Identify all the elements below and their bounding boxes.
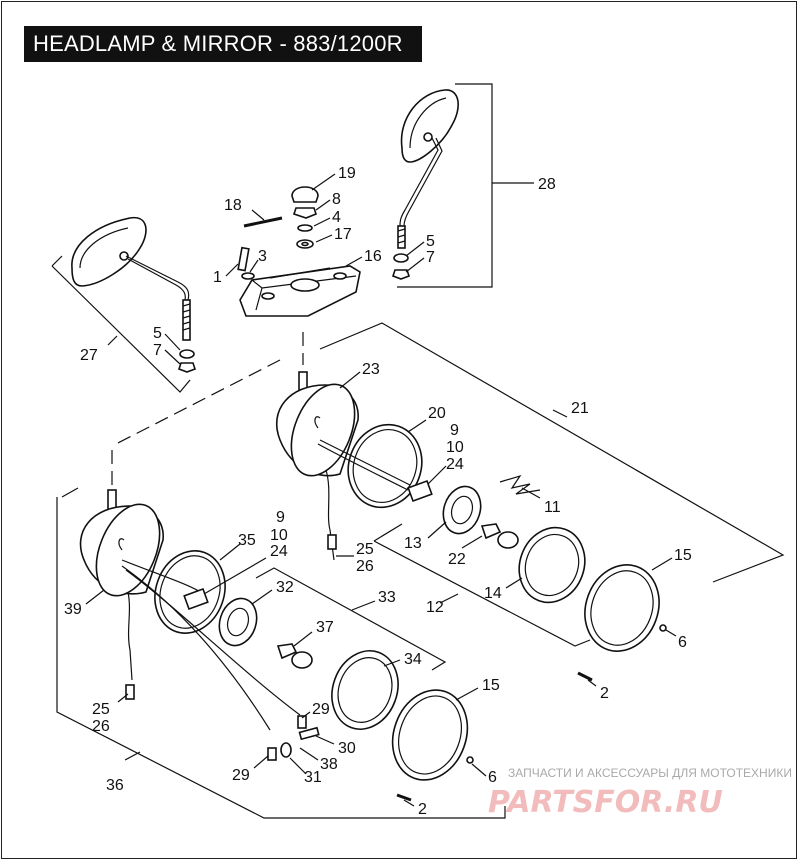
callout-15-upper: 15 [674,547,692,564]
leader-lines [85,173,677,807]
lower-headlamp-housing [79,489,301,731]
upper-connector [407,479,433,503]
callout-3: 3 [258,248,267,265]
upper-bulb-22 [480,523,519,549]
callout-2-upper: 2 [600,685,609,702]
upper-gasket-20 [347,423,423,509]
callout-17: 17 [334,226,352,243]
lower-lens-34 [331,650,399,730]
watermark-brand: PARTSFOR.RU [488,785,723,820]
left-mirror [71,216,197,373]
callout-30: 30 [338,740,356,757]
upper-headlamp-housing [275,371,411,561]
callout-25-upper: 25 [356,541,374,558]
callout-8: 8 [332,191,341,208]
callout-39: 39 [64,601,82,618]
callout-32: 32 [276,579,294,596]
callout-13: 13 [404,535,422,552]
upper-lens-14 [518,526,586,604]
callout-38: 38 [320,756,338,773]
callout-1: 1 [213,269,222,286]
right-mirror [391,89,459,280]
alignment-lines [111,332,304,490]
upper-socket-13 [442,485,482,535]
callout-26-upper: 26 [356,558,374,575]
callout-14: 14 [484,585,502,602]
callout-6-upper: 6 [678,634,687,651]
diagram-title: HEADLAMP & MIRROR - 883/1200R [24,26,422,62]
callout-29-lower: 29 [232,767,250,784]
lower-gasket-35 [154,550,226,634]
callout-29-upper: 29 [312,701,330,718]
callout-9-upper: 9 [450,422,459,439]
callout-10-upper: 10 [446,439,464,456]
callout-18: 18 [224,197,242,214]
callout-4: 4 [332,209,341,226]
callout-33: 33 [378,589,396,606]
callout-35: 35 [238,532,256,549]
spring-clip-11 [499,474,541,495]
lower-socket-32 [218,597,258,647]
callout-24-upper: 24 [446,456,464,473]
callout-27: 27 [80,347,98,364]
top-clamp-assembly [237,186,361,317]
callout-34: 34 [404,651,422,668]
callout-2-lower: 2 [418,801,427,818]
upper-screw-2 [577,671,593,682]
callout-37: 37 [316,619,334,636]
callout-11: 11 [544,499,561,516]
callout-31: 31 [304,769,322,786]
watermark: ЗАПЧАСТИ И АКСЕССУАРЫ ДЛЯ МОТОТЕХНИКИ PA… [488,766,792,820]
callout-20: 20 [428,405,446,422]
upper-trim-ring-15 [584,564,660,652]
callout-10-lower: 10 [270,527,288,544]
callout-28: 28 [538,176,556,193]
callout-22: 22 [448,551,466,568]
lower-bulb-37 [276,643,313,669]
lower-connector [183,587,209,611]
callout-5-right-mirror: 5 [426,233,435,250]
watermark-caption: ЗАПЧАСТИ И АКСЕССУАРЫ ДЛЯ МОТОТЕХНИКИ [508,766,792,780]
callout-15-lower: 15 [482,677,500,694]
lower-screw-6 [466,756,474,764]
upper-screw-6 [659,624,667,632]
callout-25-lower: 25 [92,701,110,718]
callout-5-left-mirror: 5 [153,325,162,342]
terminal-parts [267,715,320,761]
callout-26-lower: 26 [92,718,110,735]
callout-16: 16 [364,248,382,265]
group-brackets [51,83,785,819]
lower-screw-2 [396,793,412,802]
lower-trim-ring-15 [391,689,469,781]
callout-9-lower: 9 [276,509,285,526]
callout-7-right-mirror: 7 [426,249,435,266]
callout-12: 12 [426,599,444,616]
callout-7-left-mirror: 7 [153,342,162,359]
callout-21: 21 [571,400,589,417]
callout-24-lower: 24 [270,543,288,560]
callout-6-lower: 6 [488,769,497,786]
callout-19: 19 [338,165,356,182]
callout-36: 36 [106,777,124,794]
callout-labels: 19 8 4 17 18 16 3 1 28 5 7 5 7 27 23 20 … [64,165,692,818]
callout-23: 23 [362,361,380,378]
